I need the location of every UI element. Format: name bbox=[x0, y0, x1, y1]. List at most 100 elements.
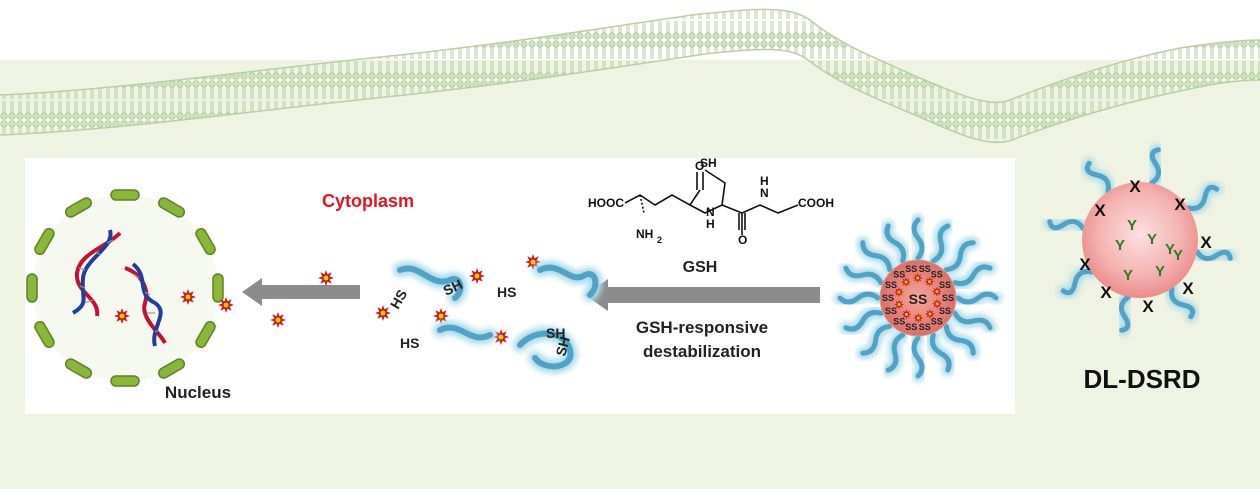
micelle-drug-star bbox=[913, 312, 924, 323]
drug-star bbox=[469, 268, 485, 284]
micelle-s-label: SS bbox=[931, 270, 943, 280]
micelle-s-label: SS bbox=[939, 306, 951, 316]
cytoplasm-label: Cytoplasm bbox=[322, 191, 414, 211]
thiol-sh-2: SH bbox=[546, 325, 565, 341]
micelle-arm bbox=[837, 291, 881, 305]
micelle-arm bbox=[929, 332, 952, 373]
x-mark: X bbox=[1200, 233, 1212, 252]
micelle-s-label: SS bbox=[885, 306, 897, 316]
micelle-drug-star bbox=[931, 286, 942, 297]
micelle-arm bbox=[952, 310, 993, 331]
micelle-arm bbox=[911, 335, 925, 379]
drug-star bbox=[180, 289, 196, 305]
chem-o-2: O bbox=[738, 233, 747, 247]
process-label-line1: GSH-responsive bbox=[636, 318, 768, 337]
drug-star bbox=[114, 308, 130, 324]
x-mark: X bbox=[1100, 283, 1112, 302]
y-mark: Y bbox=[1123, 267, 1133, 284]
micelle-core-ss: SS bbox=[909, 291, 928, 307]
gsh-structure bbox=[624, 169, 799, 235]
nanoparticle-arm bbox=[1149, 147, 1162, 186]
nanoparticle-arm bbox=[1169, 285, 1196, 320]
micelle-drug-star bbox=[893, 287, 904, 298]
drug-star bbox=[218, 297, 234, 313]
chem-h-2: H bbox=[760, 174, 769, 188]
micelle-arm bbox=[885, 332, 906, 373]
micelle-s-label: SS bbox=[882, 293, 894, 303]
process-label-line2: destabilization bbox=[643, 342, 761, 361]
micelle-arm bbox=[860, 240, 893, 273]
thiol-labels: HS SH HS HS SH SH bbox=[387, 276, 573, 358]
y-mark: Y bbox=[1173, 247, 1183, 264]
y-mark: Y bbox=[1115, 237, 1125, 254]
drug-star bbox=[318, 270, 334, 286]
release-arrow-left bbox=[242, 278, 360, 306]
micelle-arm bbox=[843, 265, 884, 286]
x-mark: X bbox=[1129, 177, 1141, 196]
y-mark: Y bbox=[1155, 263, 1165, 280]
micelle-s-label: SS bbox=[905, 322, 917, 332]
nanoparticle-arm bbox=[1118, 294, 1131, 333]
micelle-s-label: SS bbox=[942, 293, 954, 303]
nanoparticle-arm bbox=[1194, 249, 1233, 262]
micelle-drug-star bbox=[924, 276, 935, 287]
micelle-drug-star bbox=[912, 273, 923, 284]
thiol-hs-2: HS bbox=[497, 284, 516, 300]
y-mark: Y bbox=[1147, 231, 1157, 248]
micelle-s-label: SS bbox=[885, 280, 897, 290]
micelle-drug-star bbox=[932, 298, 943, 309]
micelle-s-label: SS bbox=[919, 264, 931, 274]
chem-sh: SH bbox=[700, 156, 717, 170]
chem-nh2: NH bbox=[636, 227, 653, 241]
x-mark: X bbox=[1182, 279, 1194, 298]
chem-hooc: HOOC bbox=[588, 196, 624, 210]
chem-nh2-sub: 2 bbox=[657, 235, 662, 245]
thiol-sh-3: SH bbox=[552, 335, 572, 358]
chem-cooh: COOH bbox=[798, 196, 834, 210]
micelle-s-label: SS bbox=[893, 317, 905, 327]
micelle-drug-star bbox=[894, 299, 905, 310]
cell-membrane bbox=[0, 8, 1260, 144]
micelle-arm bbox=[860, 323, 893, 356]
nanoparticle-arm bbox=[1084, 160, 1111, 195]
x-mark: X bbox=[1174, 195, 1186, 214]
micelle-drug-star bbox=[901, 276, 912, 287]
x-mark: X bbox=[1094, 201, 1106, 220]
micelle-arm bbox=[930, 223, 951, 264]
nanoparticle-label: DL-DSRD bbox=[1084, 364, 1201, 394]
y-mark: Y bbox=[1127, 217, 1137, 234]
micelle-arm bbox=[943, 240, 976, 273]
chem-h-1: H bbox=[706, 217, 715, 231]
nucleus-label: Nucleus bbox=[165, 383, 231, 402]
chem-n-2: N bbox=[760, 186, 769, 200]
gsh-label: GSH bbox=[683, 259, 718, 276]
chem-n-1: N bbox=[706, 205, 715, 219]
nucleus bbox=[26, 189, 224, 387]
polymer-fragments bbox=[393, 260, 603, 374]
drug-star bbox=[270, 312, 286, 328]
micelle-s-label: SS bbox=[905, 264, 917, 274]
micelle-drug-star bbox=[924, 309, 935, 320]
drug-star bbox=[433, 308, 449, 324]
micelle-arm bbox=[911, 217, 925, 261]
micelle-arm bbox=[955, 291, 999, 305]
drug-star bbox=[375, 305, 391, 321]
micelle-arm bbox=[884, 223, 907, 264]
micelle-s-label: SS bbox=[931, 317, 943, 327]
drug-star bbox=[493, 329, 509, 345]
gsh-structure-text: HOOC COOH NH 2 N H N H O O SH bbox=[588, 156, 834, 247]
x-mark: X bbox=[1079, 255, 1091, 274]
micelle-arm bbox=[843, 309, 884, 332]
dna-helix-2 bbox=[124, 262, 167, 347]
drug-molecules bbox=[114, 254, 541, 345]
nanoparticle-arm bbox=[1060, 269, 1095, 296]
nanoparticle-arm bbox=[1047, 218, 1086, 231]
thiol-hs-3: HS bbox=[400, 335, 419, 351]
micelle-s-label: SS bbox=[919, 322, 931, 332]
micelle-s-label: SS bbox=[939, 280, 951, 290]
micelle-arm bbox=[943, 323, 976, 356]
micelle-arm bbox=[952, 264, 993, 287]
